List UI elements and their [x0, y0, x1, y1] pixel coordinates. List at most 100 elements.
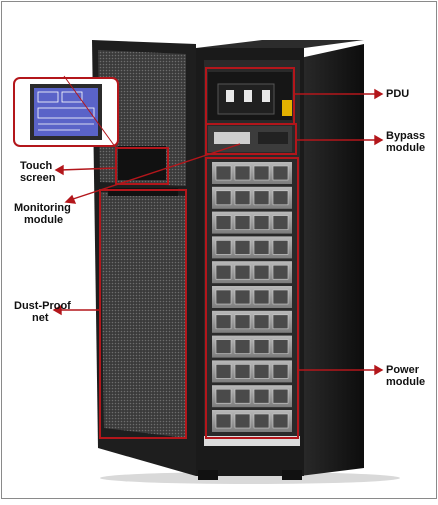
cabinet-side-panel	[300, 44, 364, 476]
power-module-fan-grille	[215, 240, 232, 255]
bypass-label-line2: module	[386, 142, 426, 154]
power-module	[212, 236, 292, 259]
power-module-fan-grille	[272, 314, 289, 330]
power-module	[212, 286, 292, 308]
power-module-fan-grille	[272, 413, 289, 429]
power-module	[212, 186, 292, 209]
touch-label-line1: Touch	[20, 160, 53, 172]
power-module-fan-grille	[215, 314, 232, 330]
touch-screen-display	[34, 88, 98, 136]
cabinet-base-rail	[204, 436, 300, 446]
monitoring-module-label: Monitoring module	[14, 202, 71, 226]
power-module-fan-grille	[234, 215, 251, 230]
power-module	[212, 335, 292, 358]
power-module-fan-grille	[272, 240, 289, 255]
power-module-fan-grille	[253, 264, 270, 280]
bypass-label-line1: Bypass	[386, 130, 426, 142]
touch-screen-mount	[118, 146, 166, 180]
monitoring-callout-arrow	[64, 194, 77, 204]
power-module-fan-grille	[253, 215, 270, 230]
power-module-fan-grille	[215, 388, 232, 404]
power-module-fan-grille	[272, 215, 289, 230]
power-module	[212, 360, 292, 383]
power-module-highlight-box	[205, 157, 299, 439]
pdu-callout-arrow	[374, 88, 384, 100]
power-label-line1: Power	[386, 364, 420, 376]
power-module-fan-grille	[272, 289, 289, 305]
touch-label-line2: screen	[20, 172, 56, 184]
breaker-1	[226, 90, 234, 102]
power-module-fan-grille	[272, 264, 289, 280]
power-module-fan-grille	[253, 190, 270, 206]
power-module	[212, 385, 292, 408]
cabinet-top	[196, 40, 364, 48]
screen-block-2	[61, 91, 83, 103]
power-module-fan-grille	[234, 364, 251, 379]
pdu-label-text: PDU	[386, 88, 410, 100]
power-module-fan-grille	[253, 413, 270, 429]
power-module-fan-grille	[253, 339, 270, 354]
dustproof-label-line2: net	[32, 312, 49, 324]
power-module-fan-grille	[272, 339, 289, 354]
power-module-fan-grille	[234, 413, 251, 429]
power-module-fan-grille	[253, 364, 270, 379]
power-module-fan-grille	[234, 190, 251, 206]
monitoring-label-line1: Monitoring	[14, 202, 71, 214]
bypass-module-label: Bypass module	[386, 130, 425, 154]
monitoring-callout-line	[69, 143, 241, 201]
touch-callout-arrow	[54, 164, 64, 176]
power-module-fan-grille	[215, 165, 232, 181]
power-module-fan-grille	[215, 190, 232, 206]
power-module-label: Power module	[386, 364, 425, 388]
power-module-fan-grille	[253, 240, 270, 255]
power-module-fan-grille	[272, 190, 289, 206]
touch-zoom-line	[63, 75, 117, 149]
power-callout-arrow	[374, 364, 384, 376]
power-module-fan-grille	[272, 165, 289, 181]
power-module-fan-grille	[234, 240, 251, 255]
floor-shadow	[100, 472, 400, 484]
power-module	[212, 211, 292, 234]
power-module-fan-grille	[272, 388, 289, 404]
power-module-fan-grille	[234, 165, 251, 181]
power-module-fan-grille	[215, 364, 232, 379]
power-module-fan-grille	[234, 289, 251, 305]
pdu-warning-label	[282, 100, 292, 116]
monitoring-label-line2: module	[24, 214, 64, 226]
power-module-fan-grille	[234, 388, 251, 404]
power-module-fan-grille	[253, 165, 270, 181]
power-module-fan-grille	[215, 264, 232, 280]
power-module-fan-grille	[253, 388, 270, 404]
power-module-fan-grille	[215, 289, 232, 305]
dust-proof-net-label: Dust-Proof net	[14, 300, 71, 324]
door-mesh-lower	[100, 192, 186, 438]
power-module-fan-grille	[215, 215, 232, 230]
pdu-label: PDU	[386, 88, 409, 100]
power-label-line2: module	[386, 376, 426, 388]
cabinet-foot-left	[198, 470, 218, 480]
touch-screen-label: Touch screen	[20, 160, 55, 184]
bypass-highlight-box	[205, 123, 297, 155]
dust-proof-highlight-box	[99, 189, 187, 439]
breaker-2	[244, 90, 252, 102]
bypass-module-display	[214, 132, 250, 144]
door-crossbar	[108, 188, 178, 196]
power-module-fan-grille	[215, 413, 232, 429]
power-module	[212, 310, 292, 333]
dustproof-callout-arrow	[52, 304, 62, 316]
touch-screen-highlight-box	[115, 147, 169, 185]
screen-block-1	[37, 91, 59, 103]
power-module	[212, 410, 292, 432]
cabinet-foot-right	[282, 470, 302, 480]
power-module	[212, 261, 292, 284]
power-module-fan-grille	[253, 289, 270, 305]
power-module-fan-grille	[234, 314, 251, 330]
breaker-3	[262, 90, 270, 102]
bypass-callout-arrow	[374, 134, 384, 146]
power-module-fan-grille	[234, 339, 251, 354]
touch-callout-line	[59, 167, 117, 171]
bypass-module-fan	[258, 132, 288, 144]
power-module-stack	[212, 162, 292, 432]
